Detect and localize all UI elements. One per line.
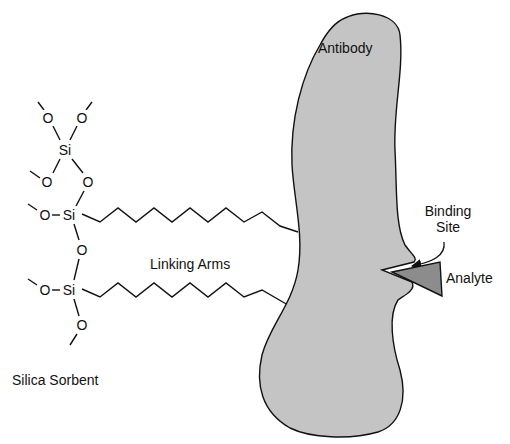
- atom-symbol: O: [42, 110, 55, 126]
- arms-label: Linking Arms: [150, 256, 230, 272]
- silica-bonds: [28, 102, 92, 345]
- atom-symbol: O: [82, 174, 95, 190]
- atom-symbol: Si: [62, 207, 76, 223]
- atom-symbol: O: [76, 110, 89, 126]
- analyte-shape: Analyte: [388, 258, 498, 300]
- atom-symbol: O: [39, 207, 52, 223]
- node-text: Analyte: [446, 270, 493, 286]
- atom-symbol: O: [76, 317, 89, 333]
- sorbent-label: Silica Sorbent: [12, 372, 98, 388]
- antibody-shape: Antibody: [250, 4, 425, 440]
- atom-symbol: Si: [58, 142, 72, 158]
- binding-site-label: Binding Site: [420, 203, 476, 235]
- antibody-shape-fill: [259, 13, 415, 437]
- analyte-shape-fill: [392, 262, 442, 296]
- antibody-shape-outline: [250, 4, 425, 440]
- atom-symbol: O: [76, 242, 89, 258]
- atom-symbol: O: [41, 174, 54, 190]
- atom-symbol: O: [39, 282, 52, 298]
- linking-arms: [82, 208, 298, 305]
- node-text: Antibody: [318, 40, 372, 56]
- atom-symbol: Si: [62, 282, 76, 298]
